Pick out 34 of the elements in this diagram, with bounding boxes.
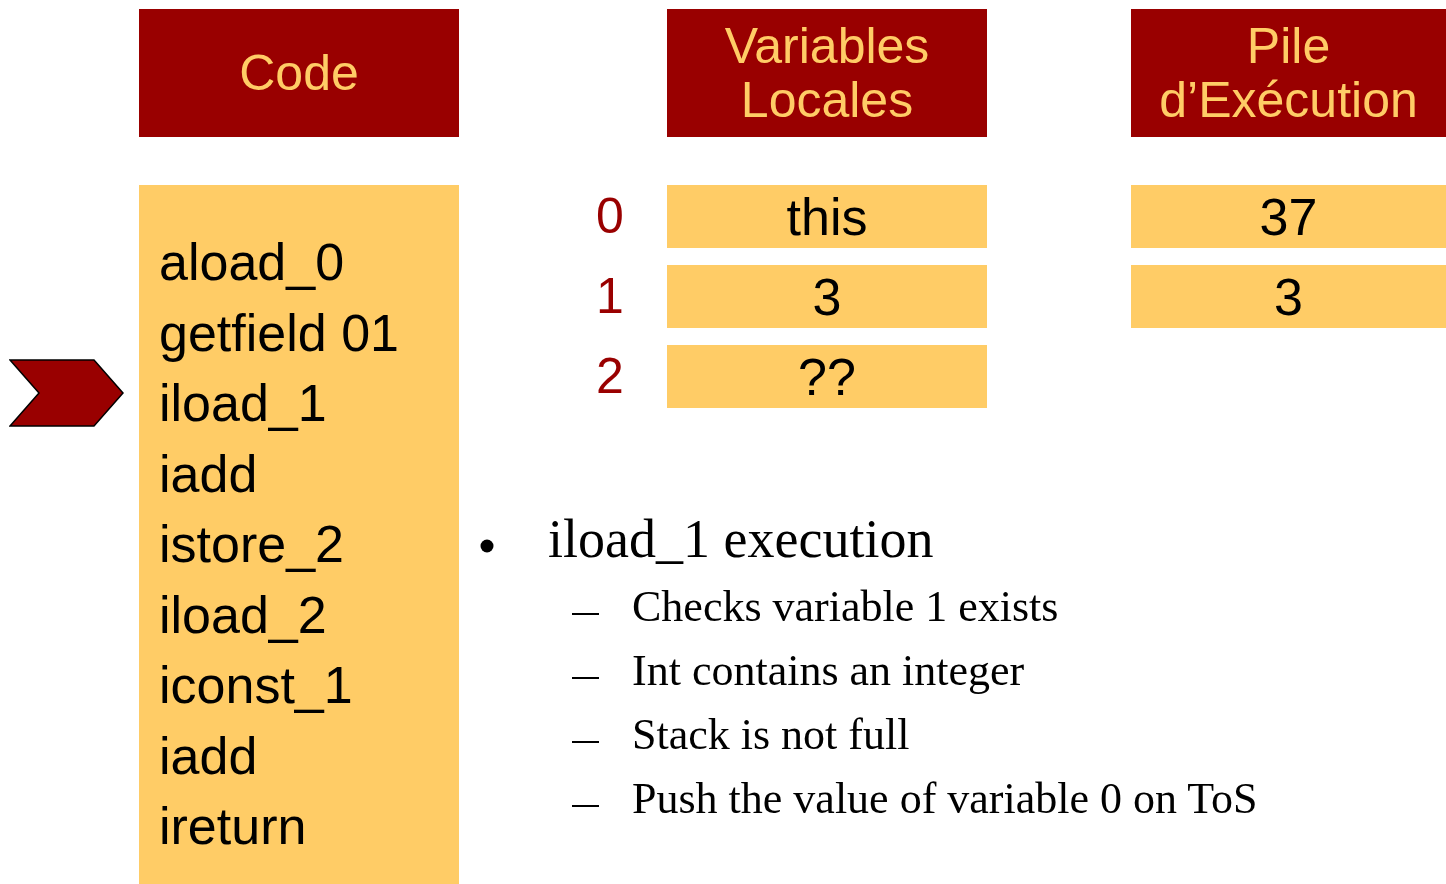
code-line: aload_0 <box>159 232 346 293</box>
code-line: iadd <box>159 443 259 505</box>
index-number: 2 <box>595 351 625 401</box>
header-box <box>1131 9 1446 137</box>
value-cell <box>1131 265 1446 328</box>
index-number: 0 <box>595 191 625 241</box>
sub-bullet-text: Push the value of variable 0 on ToS <box>632 777 1258 821</box>
code-line: iload_2 <box>159 584 328 646</box>
code-line: iconst_1 <box>159 655 354 716</box>
value-cell <box>667 185 987 248</box>
index-number: 1 <box>595 271 625 321</box>
value-cell <box>667 345 987 408</box>
header-box <box>667 9 987 137</box>
code-line: istore_2 <box>159 514 345 575</box>
cell-value: 3 <box>1274 270 1303 323</box>
header-title: Pile d’Exécution <box>1158 19 1419 127</box>
sub-bullet-text: Checks variable 1 exists <box>632 585 1059 629</box>
header-title: Variables Locales <box>723 19 931 127</box>
cell-value: this <box>786 190 868 243</box>
code-line: ireturn <box>159 796 308 857</box>
code-line: iadd <box>159 725 259 787</box>
sub-bullet-text: Int contains an integer <box>632 649 1025 693</box>
code-panel <box>139 185 459 884</box>
header-box <box>139 9 459 137</box>
cell-value: 3 <box>812 270 842 323</box>
header-title: Code <box>239 46 359 100</box>
code-line: iload_1 <box>159 373 328 434</box>
value-cell <box>1131 185 1446 248</box>
code-line: getfield 01 <box>159 302 400 364</box>
bullet-text: iload_1 execution <box>548 512 934 566</box>
cell-value: ?? <box>798 350 856 403</box>
value-cell <box>667 265 987 328</box>
cell-value: 37 <box>1259 190 1318 243</box>
sub-bullet-text: Stack is not full <box>632 713 910 757</box>
